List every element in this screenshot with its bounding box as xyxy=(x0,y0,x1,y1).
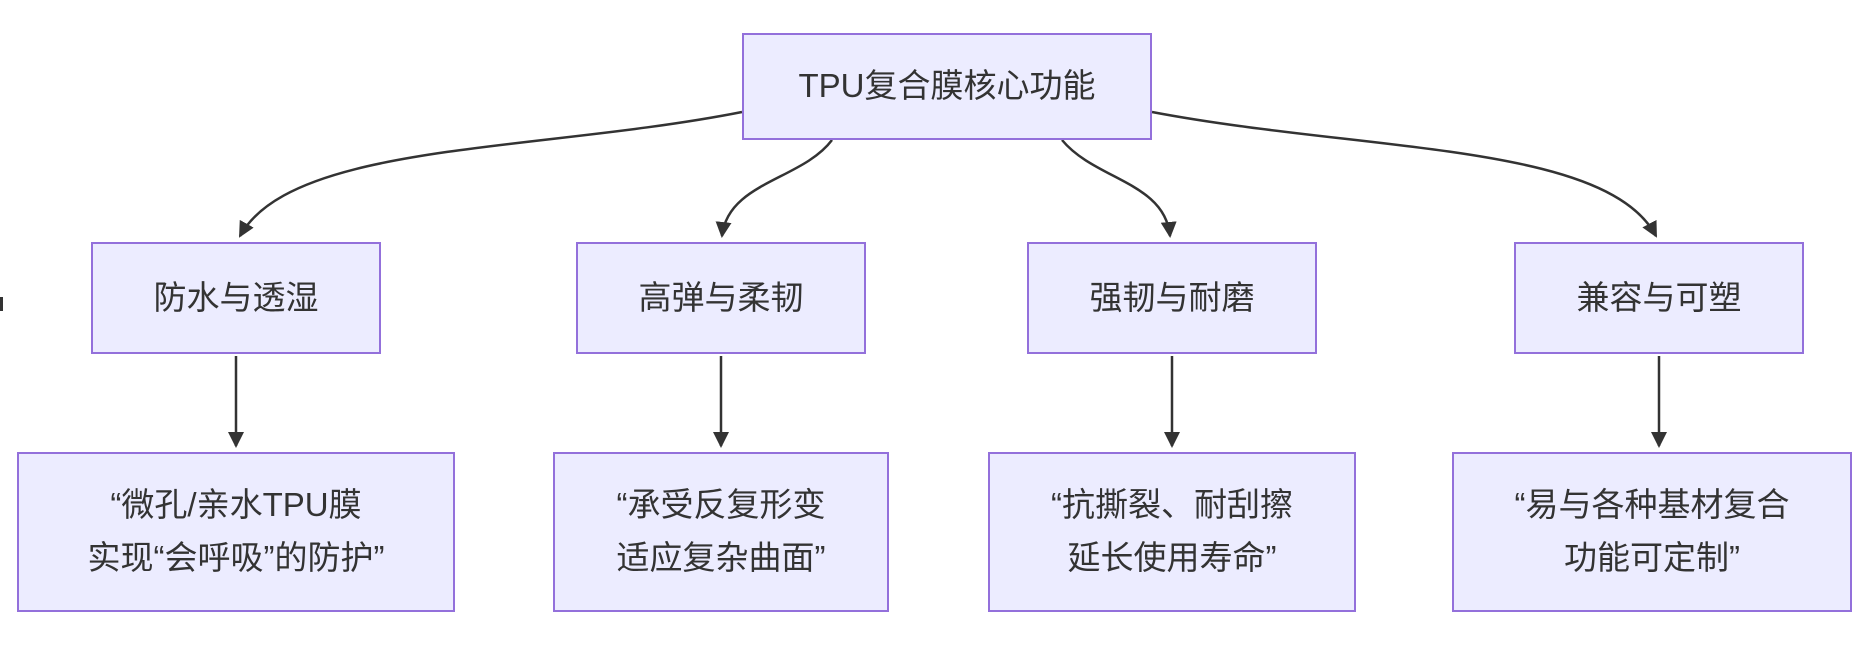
left-edge-cropped-fragment xyxy=(0,297,3,311)
edge-root-to-branch-1 xyxy=(238,110,743,238)
leaf-node-2-line-2: 适应复杂曲面” xyxy=(616,539,826,576)
branch-node-3: 强韧与耐磨 xyxy=(1027,242,1317,354)
branch-node-4: 兼容与可塑 xyxy=(1514,242,1804,354)
root-node: TPU复合膜核心功能 xyxy=(742,33,1152,140)
leaf-node-4-text: “易与各种基材复合 功能可定制” xyxy=(1515,479,1790,585)
leaf-node-1-line-1: “微孔/亲水TPU膜 xyxy=(110,486,362,524)
leaf-node-4: “易与各种基材复合 功能可定制” xyxy=(1452,452,1852,612)
leaf-node-2: “承受反复形变 适应复杂曲面” xyxy=(553,452,889,612)
branch-node-3-label: 强韧与耐磨 xyxy=(1089,278,1255,316)
edge-root-to-branch-2 xyxy=(715,139,833,238)
branch-node-4-label: 兼容与可塑 xyxy=(1576,278,1742,316)
leaf-node-3: “抗撕裂、耐刮擦 延长使用寿命” xyxy=(988,452,1356,612)
leaf-node-3-text: “抗撕裂、耐刮擦 延长使用寿命” xyxy=(1051,479,1293,585)
leaf-node-4-line-2: 功能可定制” xyxy=(1564,539,1740,576)
leaf-node-1-line-2: 实现“会呼吸”的防护” xyxy=(87,539,385,576)
leaf-node-2-text: “承受反复形变 适应复杂曲面” xyxy=(617,479,826,585)
edge-root-to-branch-4 xyxy=(1151,110,1658,238)
edge-root-to-branch-3 xyxy=(1061,139,1177,238)
branch-node-1: 防水与透湿 xyxy=(91,242,381,354)
leaf-node-1-text: “微孔/亲水TPU膜 实现“会呼吸”的防护” xyxy=(88,479,385,585)
branch-node-2: 高弹与柔韧 xyxy=(576,242,866,354)
leaf-node-1: “微孔/亲水TPU膜 实现“会呼吸”的防护” xyxy=(17,452,455,612)
branch-node-2-label: 高弹与柔韧 xyxy=(638,278,804,316)
root-node-label: TPU复合膜核心功能 xyxy=(798,67,1096,105)
leaf-node-2-line-1: “承受反复形变 xyxy=(616,486,826,524)
leaf-node-3-line-1: “抗撕裂、耐刮擦 xyxy=(1051,486,1293,524)
leaf-node-3-line-2: 延长使用寿命” xyxy=(1067,539,1277,576)
leaf-node-4-line-1: “易与各种基材复合 xyxy=(1514,486,1790,524)
branch-node-1-label: 防水与透湿 xyxy=(153,278,319,316)
